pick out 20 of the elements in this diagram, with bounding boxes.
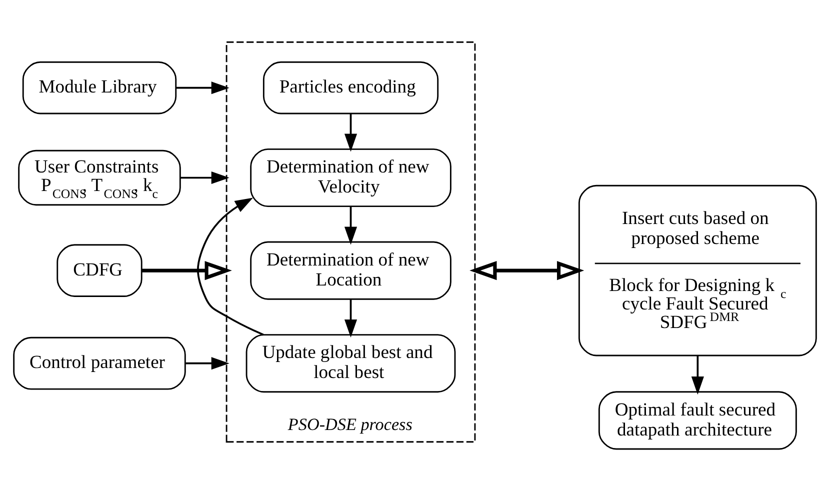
node-box: Module Library: [22, 60, 177, 114]
node-box: Update global best and local best: [246, 334, 456, 392]
arrow: [691, 355, 704, 394]
arrow: [344, 113, 358, 152]
node-box: Insert cuts based on proposed scheme Block for Designing k$_{c}$ cycle Fault Secured SDFG$^{DMR}$: [578, 184, 817, 356]
arrow: [344, 298, 358, 338]
node-box: Control parameter: [13, 336, 186, 390]
arrow: [176, 81, 230, 94]
arrow: [180, 170, 230, 184]
arrow: [344, 206, 358, 244]
arrow: [186, 356, 230, 370]
arrow: [142, 260, 232, 280]
node-box: User Constraints P$_{CONS}$, T$_{CONS}$, k$_{c}$: [18, 149, 181, 206]
node-box: Determination of new Velocity: [250, 148, 452, 207]
arrow: [470, 260, 584, 280]
node-box: CDFG: [56, 244, 142, 296]
node-box: Optimal fault secured datapath architecture: [598, 390, 797, 450]
node-box: Determination of new Location: [250, 240, 452, 300]
arrow: [197, 197, 264, 336]
node-box: Particles encoding: [262, 60, 439, 114]
